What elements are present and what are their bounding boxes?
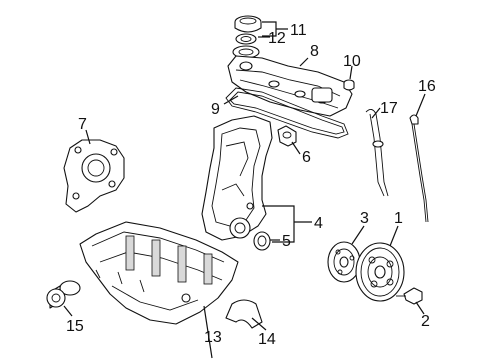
- pulley-bolt: [396, 287, 423, 305]
- callout-4: 4: [314, 215, 323, 232]
- sensor-plug: [277, 125, 297, 147]
- callout-15: 15: [66, 318, 84, 335]
- crankshaft-pulley: [355, 242, 405, 302]
- callout-12: 12: [268, 30, 286, 47]
- callout-labels: 11 12 8 10 16 9 17 7 6 3 1 4 5 2 15 13 1…: [66, 22, 436, 348]
- callout-17: 17: [380, 100, 398, 117]
- grommet: [343, 79, 355, 91]
- callout-2: 2: [421, 313, 430, 330]
- pulley-hub: [327, 241, 361, 283]
- callout-3: 3: [360, 210, 369, 227]
- timing-cover: [201, 115, 273, 241]
- dipstick-tube: [365, 109, 389, 197]
- callout-10: 10: [343, 53, 361, 70]
- leader-lines: [63, 21, 426, 359]
- callout-7: 7: [78, 116, 87, 133]
- dipstick: [409, 114, 429, 223]
- oil-pan: [79, 221, 239, 325]
- callout-11: 11: [290, 22, 307, 39]
- oil-pump: [63, 139, 125, 213]
- crankshaft-seal: [253, 231, 271, 251]
- callout-1: 1: [394, 210, 403, 227]
- callout-6: 6: [302, 149, 311, 166]
- callout-13: 13: [204, 329, 222, 346]
- valve-cover-gasket: [225, 87, 349, 139]
- callout-9: 9: [211, 101, 220, 118]
- rear-main-seal: [225, 299, 263, 329]
- oil-filler-cap: [234, 15, 262, 33]
- callout-14: 14: [258, 331, 276, 348]
- filler-cap-seal: [232, 33, 260, 59]
- callout-8: 8: [310, 43, 319, 60]
- valve-cover: [227, 55, 353, 117]
- callout-5: 5: [282, 233, 291, 250]
- oil-filter: [46, 280, 81, 309]
- callout-16: 16: [418, 78, 436, 95]
